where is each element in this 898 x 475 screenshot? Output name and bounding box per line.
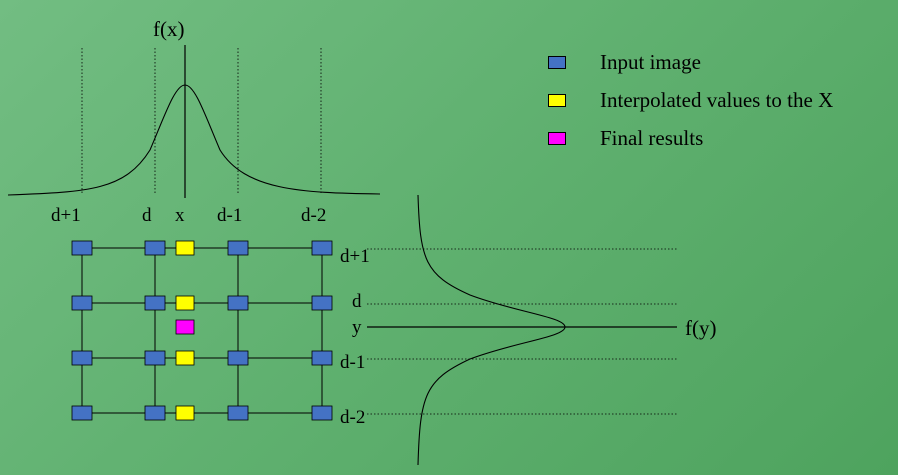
legend-swatch-input <box>548 56 566 69</box>
x-tick-d-2: d-2 <box>301 205 327 226</box>
input-nodes <box>71 240 333 421</box>
y-row-d-2: d-2 <box>340 407 366 428</box>
fx-curve <box>7 84 381 196</box>
input-node <box>144 240 166 256</box>
input-node <box>71 350 93 366</box>
interpolated-nodes <box>175 240 195 421</box>
input-node <box>144 295 166 311</box>
input-node <box>227 240 249 256</box>
legend-item-input: Input image <box>548 52 701 73</box>
y-row-d+1: d+1 <box>340 246 370 267</box>
fx-label: f(x) <box>153 17 185 41</box>
interpolated-node <box>175 295 195 311</box>
final-result-node <box>175 319 195 335</box>
input-node <box>71 295 93 311</box>
interpolated-node <box>175 405 195 421</box>
input-node <box>227 405 249 421</box>
legend-label-input: Input image <box>600 50 701 74</box>
input-node <box>71 240 93 256</box>
x-tick-d: d <box>142 205 152 226</box>
input-node <box>144 405 166 421</box>
fy-curve <box>417 194 566 466</box>
interpolated-node <box>175 350 195 366</box>
legend-item-final: Final results <box>548 128 703 149</box>
input-node <box>311 295 333 311</box>
input-node <box>311 240 333 256</box>
input-node <box>144 350 166 366</box>
y-row-d-1: d-1 <box>340 352 366 373</box>
input-node <box>311 405 333 421</box>
fy-plot <box>367 194 677 466</box>
x-tick-x: x <box>175 205 185 226</box>
fy-label: f(y) <box>685 316 717 340</box>
x-tick-d-1: d-1 <box>217 205 243 226</box>
y-row-d: d <box>352 291 362 312</box>
grid-lines <box>81 247 323 414</box>
legend-swatch-final <box>548 132 566 145</box>
fx-plot <box>7 45 381 198</box>
interpolated-node <box>175 240 195 256</box>
legend-label-final: Final results <box>600 126 704 150</box>
input-node <box>227 295 249 311</box>
y-row-y: y <box>352 317 362 338</box>
input-node <box>71 405 93 421</box>
legend-item-interpolated: Interpolated values to the X <box>548 90 833 111</box>
input-node <box>227 350 249 366</box>
legend-label-interpolated: Interpolated values to the X <box>600 88 834 112</box>
legend-swatch-interpolated <box>548 94 566 107</box>
x-tick-d+1: d+1 <box>51 205 81 226</box>
input-node <box>311 350 333 366</box>
